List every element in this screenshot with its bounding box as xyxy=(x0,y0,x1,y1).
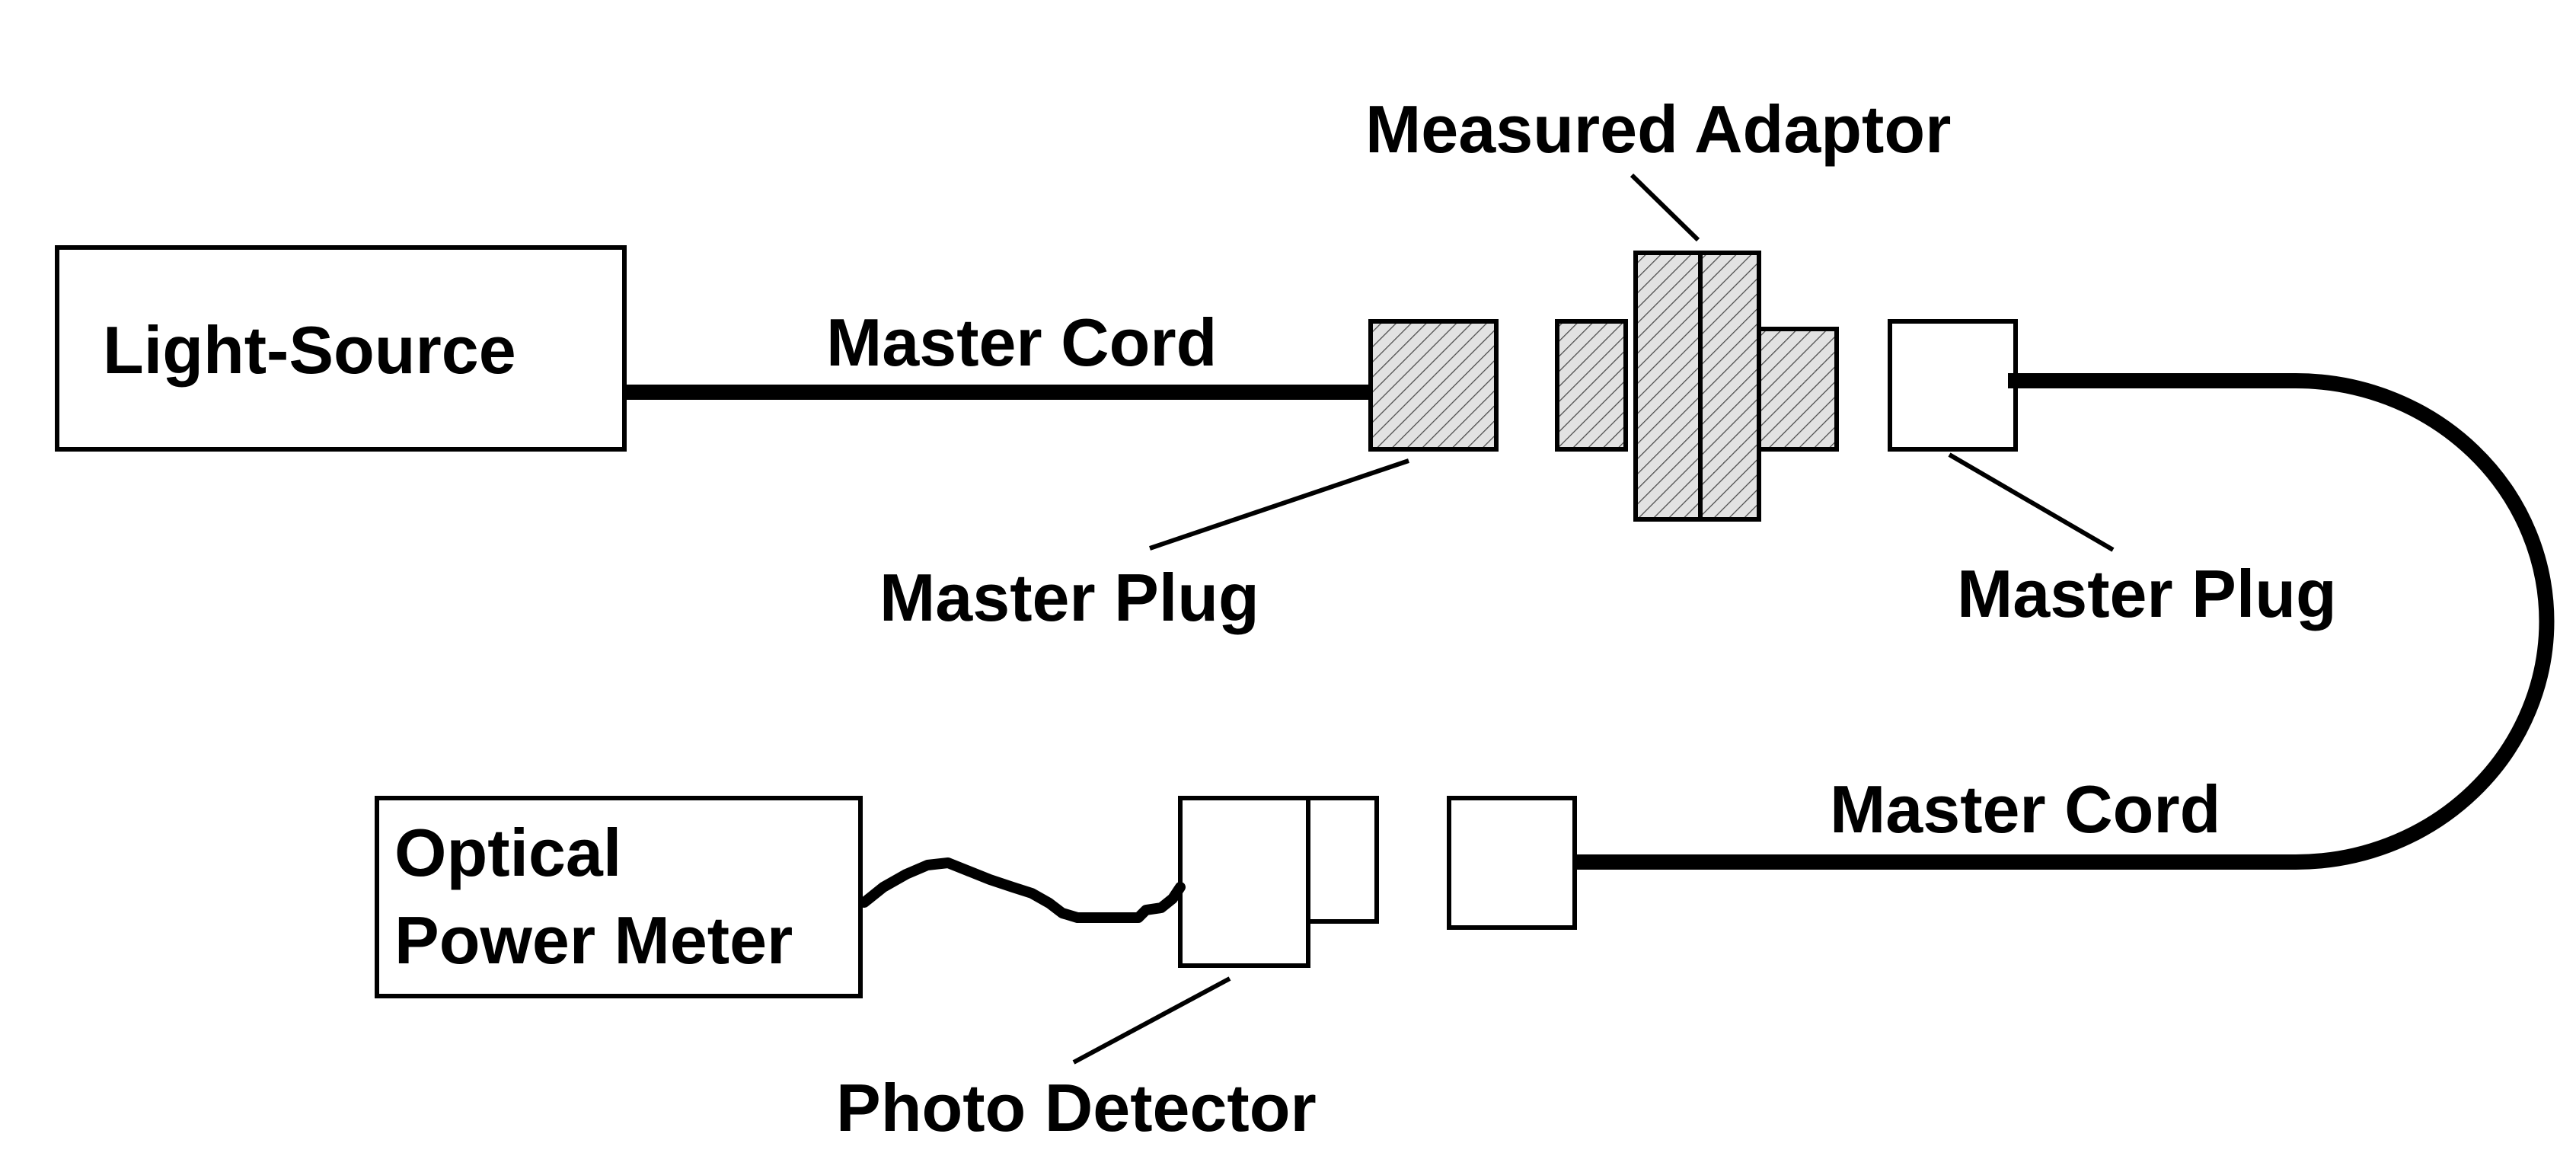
master-plug-right-label: Master Plug xyxy=(1957,556,2337,631)
optical-power-meter-label-line2: Power Meter xyxy=(394,902,793,978)
master-plug-left-leader xyxy=(1149,458,1409,551)
optical-power-meter-label-line1: Optical xyxy=(394,815,621,890)
bottom-plug xyxy=(1447,796,1577,930)
master-plug-right xyxy=(1888,319,2018,452)
master-cord-loop xyxy=(2008,373,2555,870)
photo-detector-body xyxy=(1178,796,1310,968)
photo-detector xyxy=(1178,796,1379,968)
measured-adaptor-label: Measured Adaptor xyxy=(1365,91,1951,167)
adaptor-right-body xyxy=(1698,251,1761,522)
light-source-box: Light-Source xyxy=(55,245,627,452)
adaptor-left-sleeve xyxy=(1555,319,1628,452)
measured-adaptor xyxy=(1555,251,1839,522)
photo-detector-label: Photo Detector xyxy=(836,1070,1317,1145)
light-source-label: Light-Source xyxy=(103,312,516,388)
detector-cable xyxy=(859,857,1186,923)
optical-power-meter-box: Optical Power Meter xyxy=(375,796,863,998)
photo-detector-leader xyxy=(1072,976,1231,1065)
master-plug-left-label: Master Plug xyxy=(879,560,1259,635)
master-cord-bottom-label: Master Cord xyxy=(1830,771,2220,847)
master-plug-left xyxy=(1368,319,1499,452)
photo-detector-head xyxy=(1306,796,1379,924)
adaptor-left-body xyxy=(1633,251,1703,522)
master-plug-right-leader xyxy=(1948,452,2115,552)
adaptor-right-sleeve xyxy=(1757,327,1839,452)
master-cord-top-label: Master Cord xyxy=(826,305,1217,380)
measured-adaptor-leader xyxy=(1630,173,1700,242)
